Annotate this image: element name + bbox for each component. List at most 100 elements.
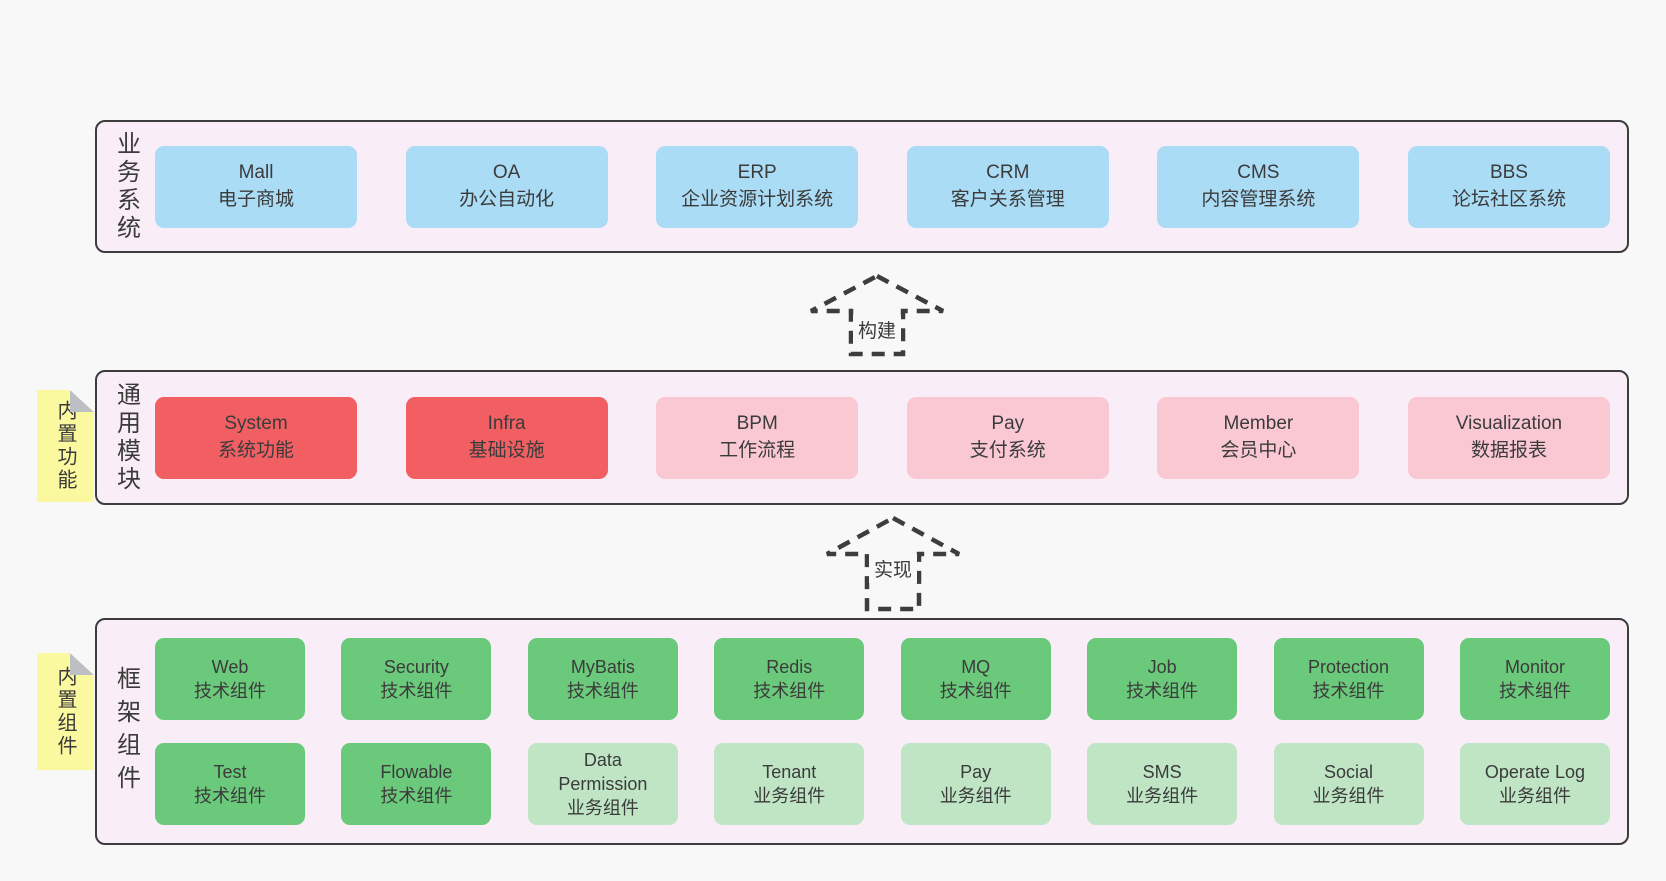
box-subtitle: 客户关系管理 [950, 188, 1065, 210]
layer-label-common-modules: 通用模块 [97, 372, 155, 503]
box-title: Pay [960, 761, 992, 782]
box-title: Operate Log [1484, 761, 1585, 782]
box-bbs: BBS 论坛社区系统 [1407, 145, 1610, 228]
box-title: BBS [1489, 161, 1528, 183]
box-pay: Pay 支付系统 [906, 396, 1109, 479]
box-subtitle: 业务组件 [1126, 786, 1199, 806]
box-monitor: Monitor 技术组件 [1459, 638, 1610, 720]
arrow-label: 实现 [868, 554, 918, 583]
box-subtitle: 技术组件 [380, 681, 453, 701]
sticky-note-label: 内置组件 [54, 665, 76, 758]
box-title: Visualization [1455, 412, 1563, 434]
arrow-label: 构建 [852, 315, 902, 344]
box-oa: OA 办公自动化 [405, 145, 608, 228]
box-title: System [224, 412, 288, 434]
box-web: Web 技术组件 [155, 638, 305, 720]
box-subtitle: 电子商城 [217, 188, 294, 210]
box-title: Social [1324, 761, 1374, 782]
box-subtitle: 技术组件 [753, 681, 826, 701]
box-test: Test 技术组件 [155, 743, 305, 825]
layer-label-framework-components: 框架组件 [97, 620, 155, 843]
box-subtitle: 技术组件 [194, 681, 266, 701]
box-subtitle: 办公自动化 [459, 188, 555, 210]
box-title: Mall [238, 161, 274, 183]
box-protection: Protection 技术组件 [1273, 638, 1424, 720]
layer-label-text: 业务系统 [112, 130, 140, 243]
folded-corner-icon [70, 390, 94, 412]
box-title: MyBatis [570, 656, 635, 677]
box-mall: Mall 电子商城 [155, 145, 357, 228]
box-subtitle: 内容管理系统 [1201, 188, 1316, 210]
box-operate-log: Operate Log 业务组件 [1459, 743, 1610, 825]
box-mybatis: MyBatis 技术组件 [527, 638, 678, 720]
layer-label-business-systems: 业务系统 [97, 122, 155, 251]
box-subtitle: 论坛社区系统 [1451, 188, 1566, 210]
sticky-note-builtin-components: 内置组件 [37, 653, 94, 770]
box-title: OA [492, 161, 521, 183]
box-title: Protection [1308, 656, 1390, 677]
box-title: BPM [736, 412, 778, 434]
box-subtitle: 支付系统 [969, 439, 1046, 461]
box-subtitle: 业务组件 [939, 786, 1012, 806]
box-title: SMS [1142, 761, 1182, 782]
up-arrow-dashed-icon [809, 273, 945, 357]
box-title: Security [383, 656, 449, 677]
box-title: CRM [986, 161, 1030, 183]
box-title: MQ [961, 656, 991, 677]
box-subtitle: 业务组件 [1498, 786, 1571, 806]
layer-label-text: 通用模块 [112, 381, 140, 494]
box-bpm: BPM 工作流程 [656, 396, 859, 479]
box-pay: Pay 业务组件 [900, 743, 1051, 825]
box-subtitle: 会员中心 [1220, 439, 1297, 461]
box-title: Pay [991, 412, 1025, 434]
box-subtitle: 技术组件 [1312, 681, 1385, 701]
box-subtitle: 工作流程 [719, 439, 796, 461]
box-subtitle: 技术组件 [194, 786, 266, 806]
box-subtitle: 技术组件 [380, 786, 453, 806]
box-cms: CMS 内容管理系统 [1157, 145, 1360, 228]
box-title: Web [211, 656, 249, 677]
box-visualization: Visualization 数据报表 [1407, 396, 1610, 479]
box-crm: CRM 客户关系管理 [906, 145, 1109, 228]
arrow-build: 构建 [802, 273, 952, 357]
box-subtitle: 技术组件 [1498, 681, 1571, 701]
box-subtitle: 技术组件 [1126, 681, 1199, 701]
box-title: Data Permission [558, 749, 648, 794]
sticky-note-label: 内置功能 [54, 400, 76, 492]
box-social: Social 业务组件 [1273, 743, 1424, 825]
box-title: Job [1147, 656, 1177, 677]
box-title: ERP [737, 161, 777, 183]
box-subtitle: 基础设施 [468, 439, 545, 461]
box-subtitle: 数据报表 [1470, 439, 1547, 461]
box-data-permission: Data Permission 业务组件 [527, 743, 678, 825]
box-title: Tenant [762, 761, 817, 782]
box-subtitle: 技术组件 [566, 681, 639, 701]
box-subtitle: 业务组件 [1312, 786, 1385, 806]
box-title: Test [213, 761, 247, 782]
arrow-implement: 实现 [818, 514, 968, 612]
layer-label-text: 框架组件 [112, 665, 140, 798]
sticky-note-builtin-features: 内置功能 [37, 390, 94, 502]
box-title: CMS [1237, 161, 1280, 183]
box-title: Monitor [1504, 656, 1565, 677]
box-security: Security 技术组件 [341, 638, 492, 720]
box-job: Job 技术组件 [1087, 638, 1238, 720]
box-sms: SMS 业务组件 [1087, 743, 1238, 825]
box-title: Infra [487, 412, 526, 434]
box-subtitle: 业务组件 [566, 798, 639, 819]
